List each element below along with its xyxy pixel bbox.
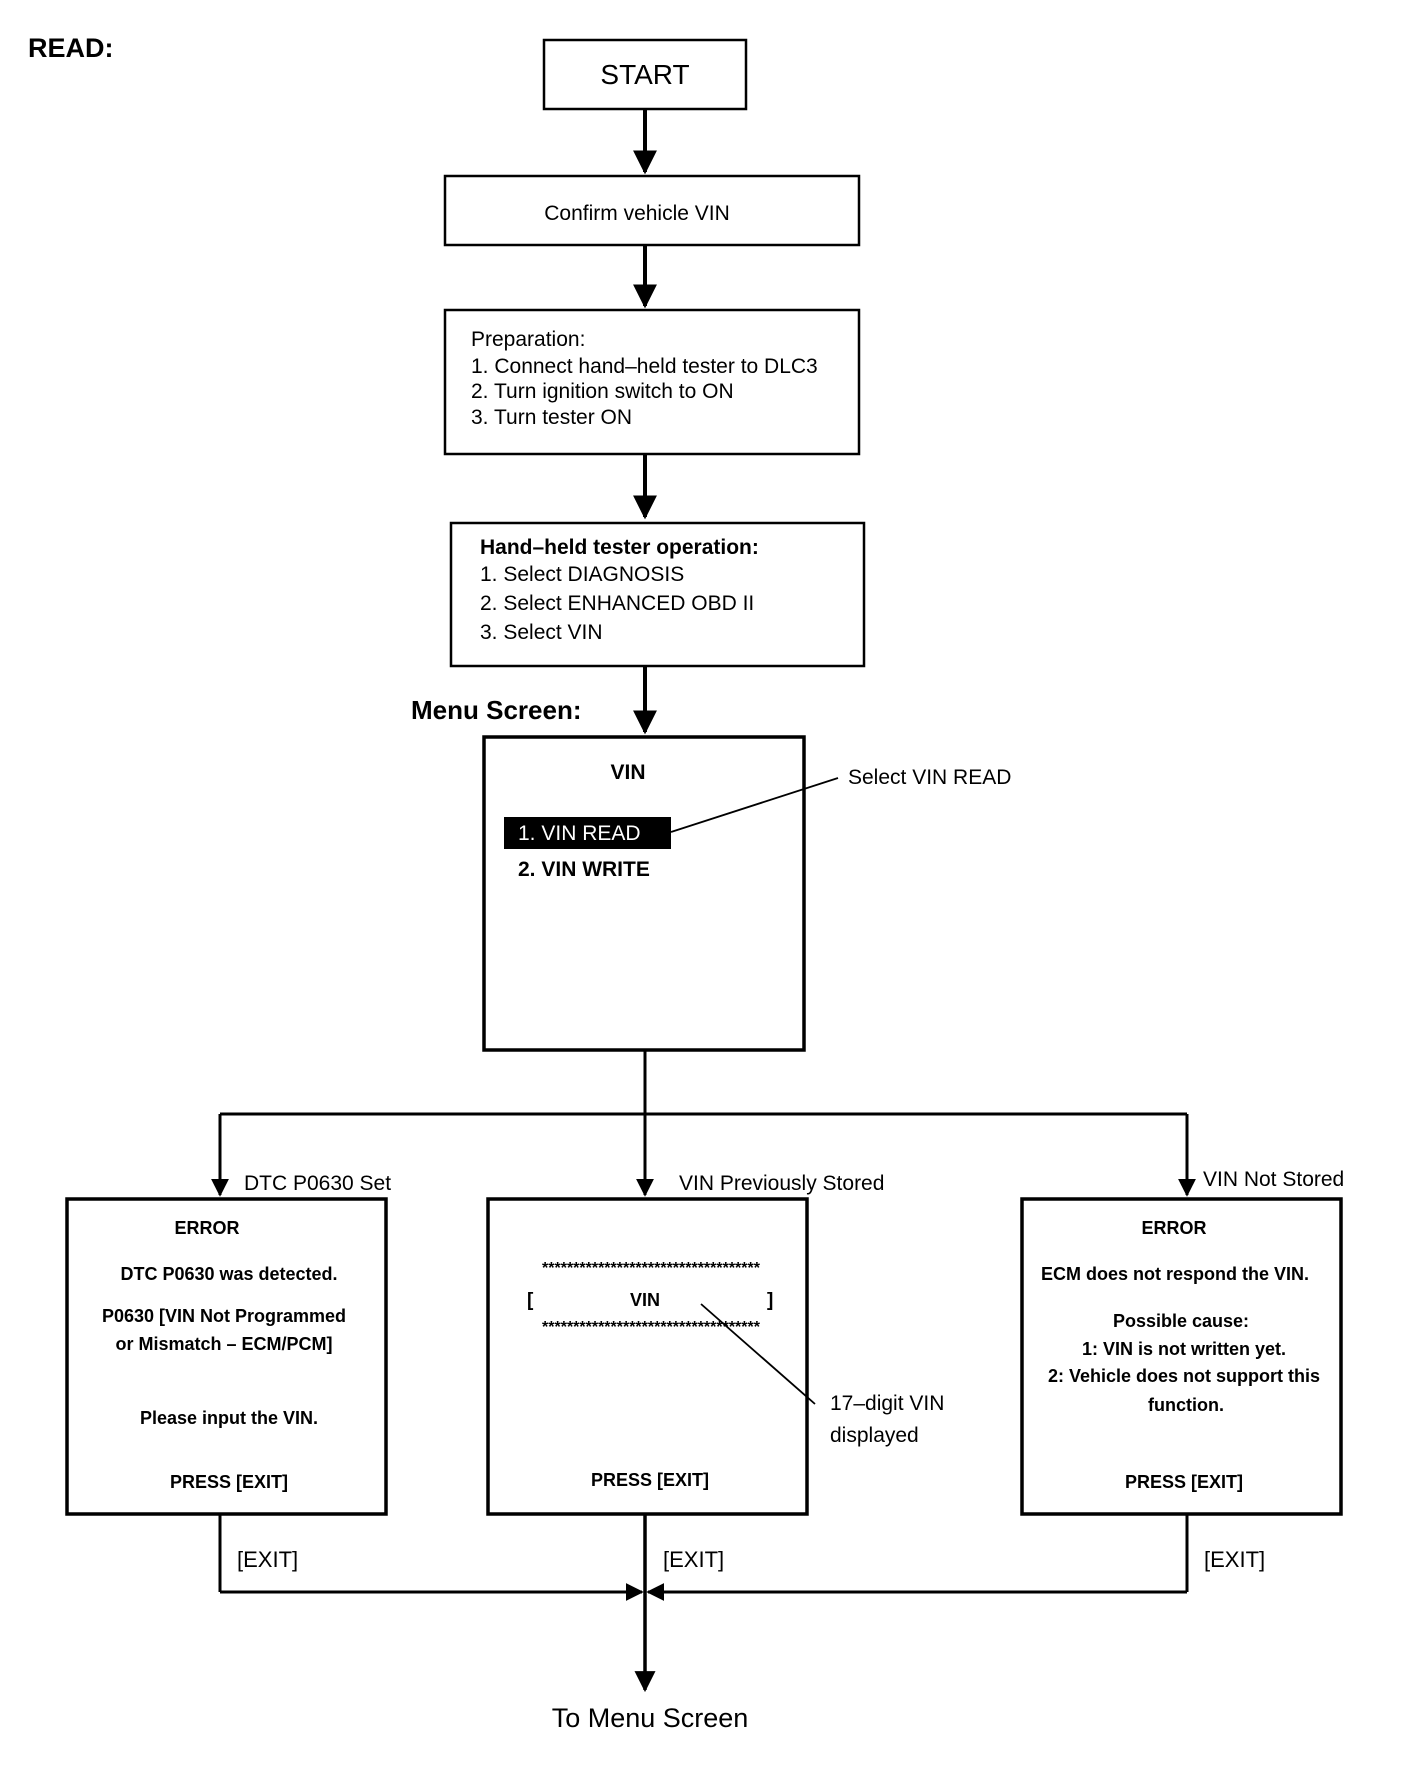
vin-bracket-right: ]	[767, 1290, 773, 1311]
error-not-stored-press-exit: PRESS [EXIT]	[1125, 1472, 1243, 1492]
vin-press-exit: PRESS [EXIT]	[591, 1470, 709, 1490]
branch-label-stored: VIN Previously Stored	[679, 1172, 884, 1195]
exit-label-right: [EXIT]	[1204, 1547, 1265, 1572]
preparation-step: 3. Turn tester ON	[471, 406, 632, 429]
vin-callout-line	[700, 1303, 816, 1405]
preparation-box	[443, 308, 861, 456]
operation-box	[449, 521, 866, 668]
vin-stars-bottom: ***********************************	[542, 1319, 761, 1336]
menu-item-highlight	[504, 817, 671, 849]
callout-select-vin-read: Select VIN READ	[848, 766, 1011, 789]
heading: READ:	[28, 33, 114, 63]
error-dtc-press-exit: PRESS [EXIT]	[170, 1472, 288, 1492]
preparation-title: Preparation:	[471, 328, 585, 351]
operation-step: 1. Select DIAGNOSIS	[480, 563, 684, 586]
exit-label-left: [EXIT]	[237, 1547, 298, 1572]
operation-step: 3. Select VIN	[480, 621, 603, 644]
confirm-vin-box	[443, 174, 861, 247]
menu-title: VIN	[610, 761, 645, 784]
error-not-stored-box	[1020, 1197, 1343, 1516]
branch-label-dtc: DTC P0630 Set	[244, 1172, 391, 1195]
menu-item-vin-write: 2. VIN WRITE	[518, 858, 650, 881]
operation-title: Hand–held tester operation:	[480, 536, 759, 559]
error-dtc-line: DTC P0630 was detected.	[120, 1264, 337, 1284]
preparation-step: 2. Turn ignition switch to ON	[471, 380, 734, 403]
error-dtc-line: or Mismatch – ECM/PCM]	[115, 1334, 332, 1354]
menu-item-vin-read: 1. VIN READ	[518, 822, 641, 845]
error-dtc-line: P0630 [VIN Not Programmed	[102, 1306, 346, 1326]
vin-stars-top: ***********************************	[542, 1260, 761, 1277]
error-not-stored-line: 2: Vehicle does not support this	[1048, 1366, 1320, 1386]
vin-callout-text: displayed	[830, 1424, 919, 1447]
error-not-stored-line: Possible cause:	[1113, 1311, 1249, 1331]
error-dtc-title: ERROR	[174, 1218, 239, 1238]
error-dtc-line: Please input the VIN.	[140, 1408, 318, 1428]
confirm-vin-label: Confirm vehicle VIN	[544, 202, 730, 225]
callout-line	[670, 777, 839, 833]
vin-stored-box	[486, 1197, 809, 1516]
error-not-stored-title: ERROR	[1141, 1218, 1206, 1238]
branch-label-not-stored: VIN Not Stored	[1203, 1168, 1344, 1191]
exit-label-center: [EXIT]	[663, 1547, 724, 1572]
vin-value: VIN	[630, 1290, 660, 1310]
error-dtc-box	[65, 1197, 388, 1516]
operation-step: 2. Select ENHANCED OBD II	[480, 592, 754, 615]
start-label: START	[600, 59, 689, 90]
error-not-stored-line: 1: VIN is not written yet.	[1082, 1339, 1286, 1359]
vin-callout-text: 17–digit VIN	[830, 1392, 944, 1415]
error-not-stored-line: ECM does not respond the VIN.	[1041, 1264, 1309, 1284]
preparation-step: 1. Connect hand–held tester to DLC3	[471, 355, 818, 378]
to-menu-screen: To Menu Screen	[552, 1703, 749, 1733]
menu-screen-label: Menu Screen:	[411, 695, 582, 725]
error-not-stored-line: function.	[1148, 1395, 1224, 1415]
vin-bracket-left: [	[527, 1290, 534, 1311]
